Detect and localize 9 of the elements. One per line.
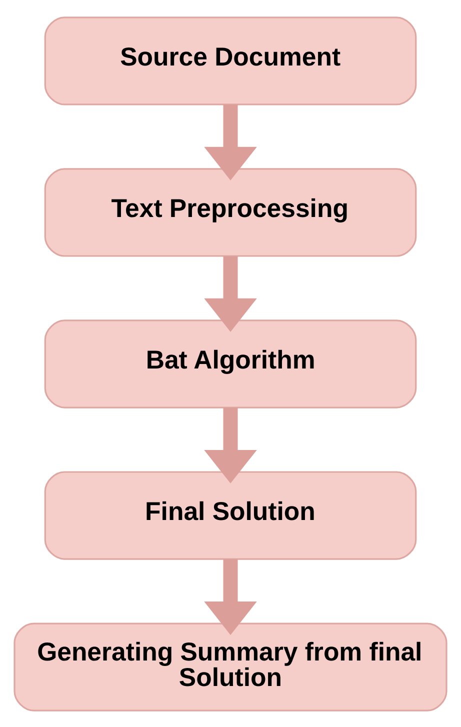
node-box: Bat Algorithm xyxy=(44,319,417,408)
arrow xyxy=(204,407,257,483)
node-box: Source Document xyxy=(44,16,417,105)
node-box: Generating Summary from final Solution xyxy=(14,622,448,711)
node-box: Final Solution xyxy=(44,470,417,560)
arrow xyxy=(204,104,257,180)
arrow xyxy=(204,558,257,634)
arrow xyxy=(204,256,257,332)
node-box: Text Preprocessing xyxy=(44,168,417,256)
